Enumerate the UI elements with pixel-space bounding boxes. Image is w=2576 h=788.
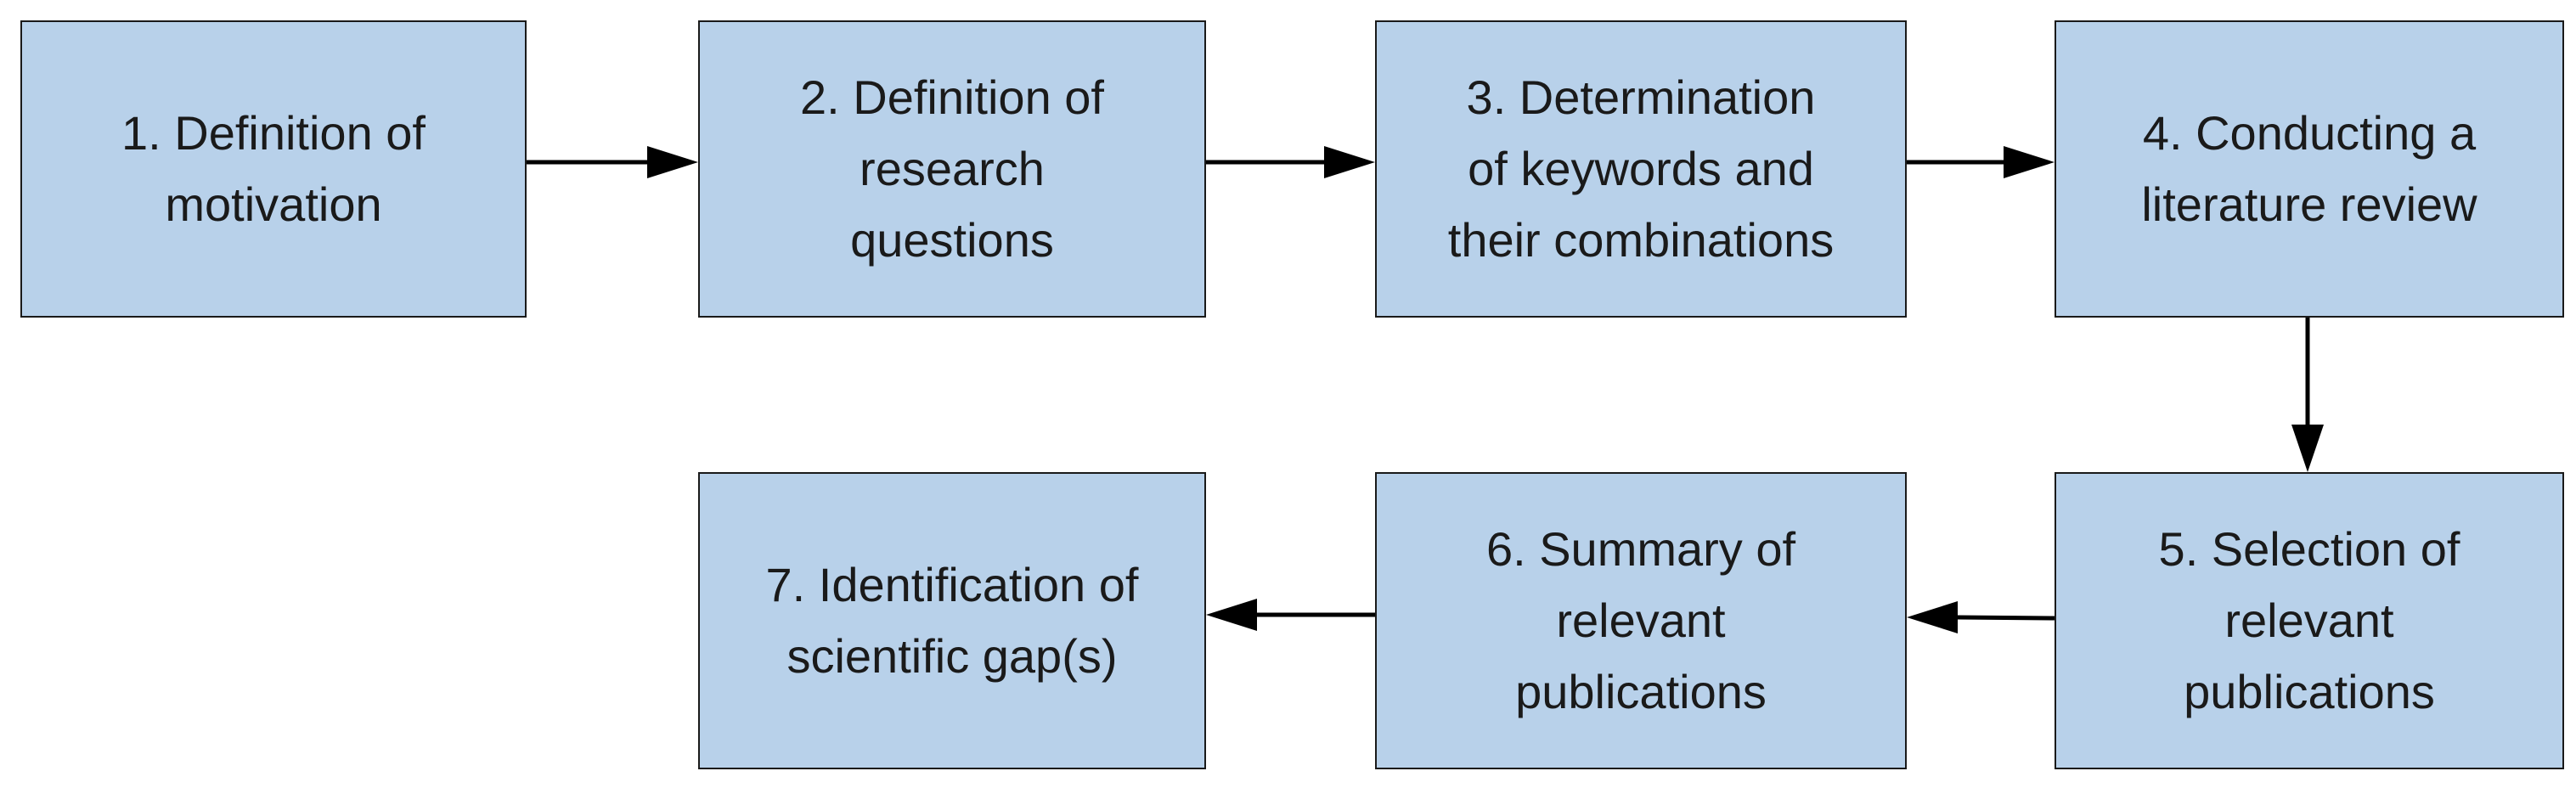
arrow-step2-to-step3 [1206, 146, 1375, 178]
step-4-box: 4. Conducting a literature review [2055, 20, 2564, 318]
arrow-step3-to-step4 [1907, 146, 2055, 178]
step-6-label: 6. Summary of relevant publications [1485, 522, 1796, 718]
step-5-box: 5. Selection of relevant publications [2055, 472, 2564, 769]
arrow-step6-to-step7 [1206, 599, 1375, 631]
step-7-box: 7. Identification of scientific gap(s) [698, 472, 1206, 769]
arrow-step4-to-step5 [2291, 318, 2324, 472]
step-7-label: 7. Identification of scientific gap(s) [765, 558, 1139, 683]
arrow-step1-to-step2 [527, 146, 698, 178]
step-1-label: 1. Definition of motivation [121, 106, 426, 231]
step-3-label: 3. Determination of keywords and their c… [1447, 70, 1835, 267]
step-3-box: 3. Determination of keywords and their c… [1375, 20, 1907, 318]
step-2-box: 2. Definition of research questions [698, 20, 1206, 318]
arrow-step5-to-step6 [1907, 601, 2055, 633]
step-5-label: 5. Selection of relevant publications [2158, 522, 2460, 718]
step-2-label: 2. Definition of research questions [800, 70, 1104, 267]
step-1-box: 1. Definition of motivation [20, 20, 527, 318]
step-4-label: 4. Conducting a literature review [2141, 106, 2477, 231]
step-6-box: 6. Summary of relevant publications [1375, 472, 1907, 769]
